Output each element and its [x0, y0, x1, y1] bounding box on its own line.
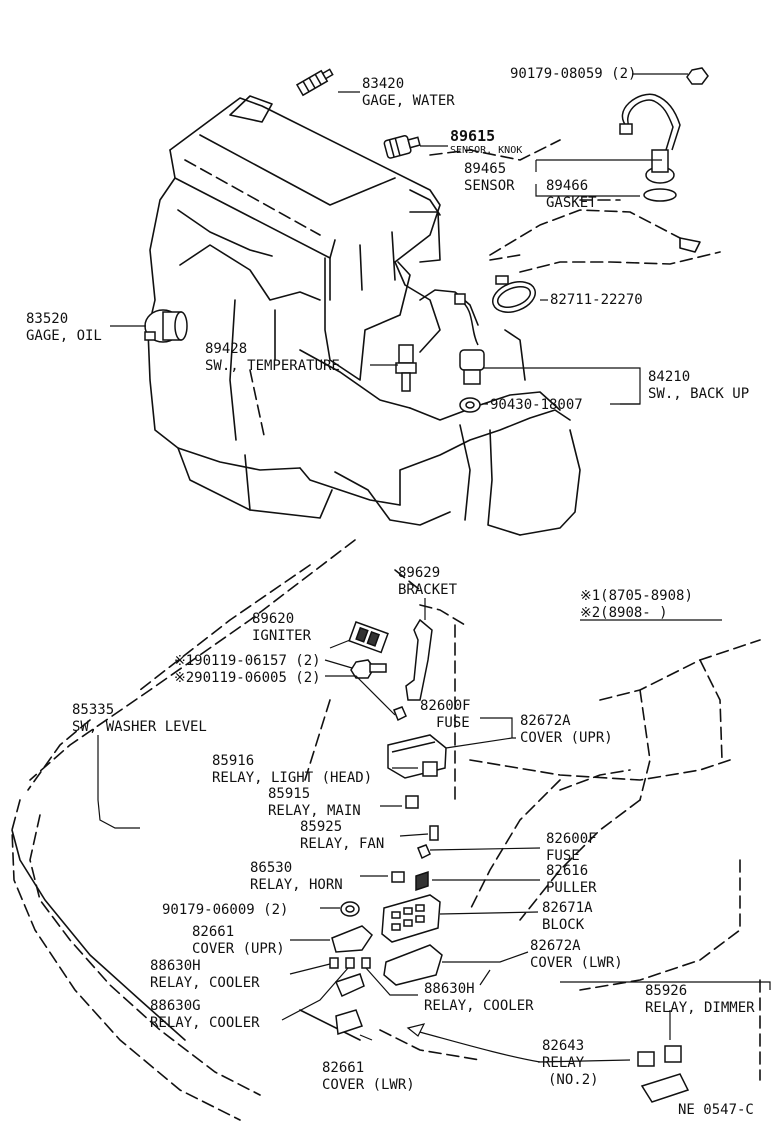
bolt-part — [350, 659, 387, 679]
part-name-89466: GASKET — [546, 195, 597, 211]
relay-cooler-parts — [329, 957, 371, 969]
part-name-82616: PULLER — [546, 880, 597, 896]
part-sub-82643: (NO.2) — [548, 1072, 599, 1088]
water-gage-part — [295, 68, 334, 97]
part-name-85916: RELAY, LIGHT (HEAD) — [212, 770, 372, 786]
fuse-part-upper — [393, 706, 407, 722]
part-name-82671A: BLOCK — [542, 917, 585, 933]
oxygen-sensor-part — [619, 93, 681, 202]
relay-horn-part — [391, 871, 405, 883]
part-name-89615: SENSOR, KNOK — [450, 145, 522, 156]
part-number-82600F-lower: 82600F — [546, 831, 597, 847]
hose-clamp-part — [492, 275, 536, 313]
part-number-90179-06009: 90179-06009 (2) — [162, 902, 288, 918]
part-name-83520: GAGE, OIL — [26, 328, 102, 344]
part-number-82661-upper: 82661 — [192, 924, 234, 940]
backup-switch-part — [454, 293, 485, 413]
part-name-85926: RELAY, DIMMER — [645, 1000, 755, 1016]
part-name-82661-upper: COVER (UPR) — [192, 941, 285, 957]
part-name-83420: GAGE, WATER — [362, 93, 455, 109]
part-name-82661-lower: COVER (LWR) — [322, 1077, 415, 1093]
engine-outline — [29, 95, 721, 781]
temperature-switch-part — [395, 344, 417, 392]
fuse-part-lower — [417, 844, 431, 860]
part-name-82672A-upper: COVER (UPR) — [520, 730, 613, 746]
part-number-88630H-left: 88630H — [150, 958, 201, 974]
part-number-90179-08059: 90179-08059 (2) — [510, 66, 636, 82]
relay-no2-part — [637, 1051, 655, 1067]
part-number-86530: 86530 — [250, 860, 292, 876]
part-number-90119-06005: ※290119-06005 (2) — [174, 670, 321, 686]
part-name-82600F-upper: FUSE — [436, 715, 470, 731]
part-number-85915: 85915 — [268, 786, 310, 802]
part-number-82600F-upper: 82600F — [420, 698, 471, 714]
part-number-89466: 89466 — [546, 178, 588, 194]
leader-lines — [97, 73, 771, 1063]
junction-block-part — [381, 894, 441, 943]
labels: 83420 GAGE, WATER 90179-08059 (2) 89615 … — [26, 66, 755, 1118]
part-number-85916: 85916 — [212, 753, 254, 769]
part-number-82671A: 82671A — [542, 900, 593, 916]
part-number-82711: 82711-22270 — [550, 292, 643, 308]
part-number-90119-06157: ※190119-06157 (2) — [174, 653, 321, 669]
part-number-89629: 89629 — [398, 565, 440, 581]
part-number-85925: 85925 — [300, 819, 342, 835]
relay-fan-part — [429, 825, 439, 841]
part-number-82643: 82643 — [542, 1038, 584, 1054]
oil-gage-part — [144, 309, 188, 343]
part-number-82672A-upper: 82672A — [520, 713, 571, 729]
part-name-89629: BRACKET — [398, 582, 458, 598]
part-number-83520: 83520 — [26, 311, 68, 327]
part-number-89465: 89465 — [464, 161, 506, 177]
relay-dimmer-part — [664, 1045, 682, 1063]
part-number-88630H-right: 88630H — [424, 981, 475, 997]
body-outline — [11, 604, 761, 1121]
part-number-90430: 90430-18007 — [490, 397, 583, 413]
part-name-89465: SENSOR — [464, 178, 515, 194]
part-number-89615: 89615 — [450, 127, 495, 145]
part-number-82672A-lower: 82672A — [530, 938, 581, 954]
part-number-85335: 85335 — [72, 702, 114, 718]
part-name-89428: SW., TEMPERATURE — [205, 358, 340, 374]
part-number-84210: 84210 — [648, 369, 690, 385]
relay-light-head-part — [422, 761, 438, 777]
nut-part — [686, 67, 709, 85]
igniter-part — [348, 621, 389, 654]
part-number-89620: 89620 — [252, 611, 294, 627]
diagram-code: NE 0547-C — [678, 1102, 754, 1118]
part-number-82661-lower: 82661 — [322, 1060, 364, 1076]
part-name-85335: SW, WASHER LEVEL — [72, 719, 207, 735]
part-name-88630H-left: RELAY, COOLER — [150, 975, 260, 991]
part-name-85925: RELAY, FAN — [300, 836, 384, 852]
relay-base-part — [640, 1073, 690, 1103]
part-name-88630H-right: RELAY, COOLER — [424, 998, 534, 1014]
part-number-88630G: 88630G — [150, 998, 201, 1014]
knock-sensor-part — [383, 135, 421, 159]
part-number-82616: 82616 — [546, 863, 588, 879]
legend-note-2: ※2(8908- ) — [580, 605, 668, 621]
part-name-82672A-lower: COVER (LWR) — [530, 955, 623, 971]
part-number-85926: 85926 — [645, 983, 687, 999]
part-number-83420: 83420 — [362, 76, 404, 92]
small-cover-parts — [334, 973, 365, 1036]
nut-06009-part — [340, 901, 360, 917]
part-name-82643: RELAY — [542, 1055, 585, 1071]
legend-note-1: ※1(8705-8908) — [580, 588, 693, 604]
part-name-85915: RELAY, MAIN — [268, 803, 361, 819]
puller-part — [415, 870, 429, 892]
cover-upper-82661-part — [331, 925, 373, 953]
cover-lower-part — [383, 944, 443, 986]
part-number-89428: 89428 — [205, 341, 247, 357]
part-name-84210: SW., BACK UP — [648, 386, 749, 402]
relay-main-part — [405, 795, 419, 809]
part-name-86530: RELAY, HORN — [250, 877, 343, 893]
bracket-part — [405, 618, 433, 701]
part-name-88630G: RELAY, COOLER — [150, 1015, 260, 1031]
part-name-82600F-lower: FUSE — [546, 848, 580, 864]
part-name-89620: IGNITER — [252, 628, 312, 644]
